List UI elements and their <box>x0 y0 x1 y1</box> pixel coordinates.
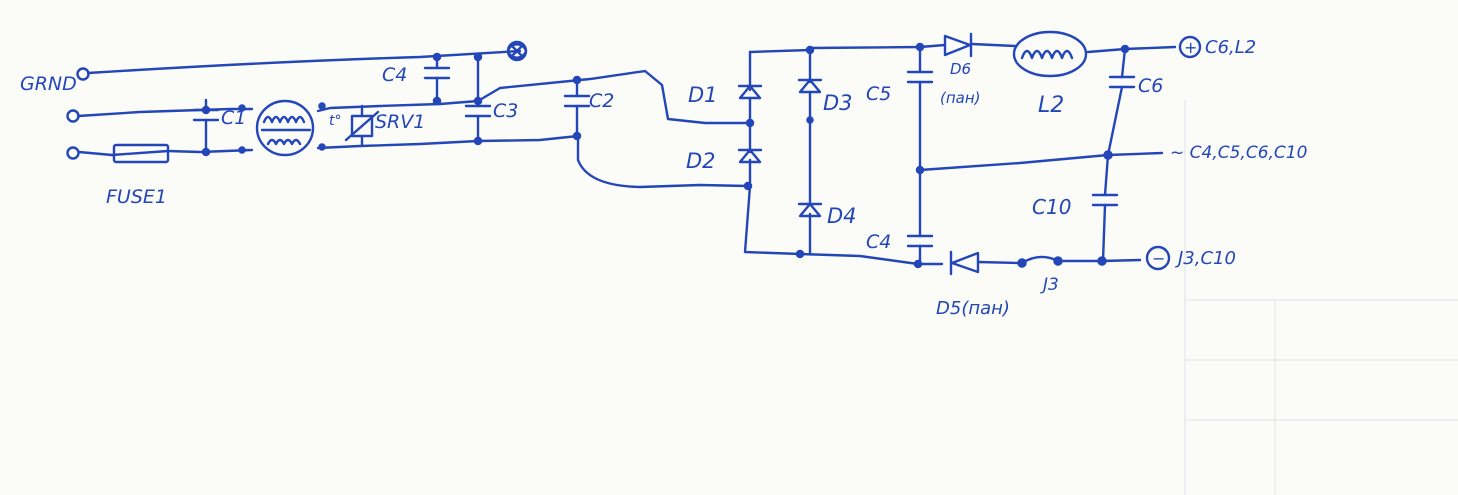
capacitor-c5 <box>906 70 934 84</box>
inductor-l2 <box>1012 30 1088 78</box>
output-negative-symbol: − <box>1152 249 1165 268</box>
c2-label: C2 <box>589 90 614 112</box>
c3-label: C3 <box>493 100 518 122</box>
c6-label: C6 <box>1138 75 1163 97</box>
c10-label: C10 <box>1032 195 1071 219</box>
output-mid-label: ~ C4,C5,C6,C10 <box>1170 143 1307 163</box>
output-positive-marker <box>1178 35 1202 59</box>
d3-label: D3 <box>823 91 853 115</box>
input-terminals <box>66 67 90 160</box>
output-positive-symbol: + <box>1184 38 1197 57</box>
fuse-label: FUSE1 <box>106 186 167 208</box>
neutral-terminal <box>66 146 80 160</box>
c1-label: C1 <box>221 107 246 129</box>
jumper-j3 <box>1017 255 1063 268</box>
d5-label: D5(пан) <box>936 298 1010 319</box>
diode-d6 <box>943 32 973 58</box>
diode-d4 <box>797 202 823 218</box>
diode-d1 <box>737 84 763 100</box>
capacitor-c6 <box>1108 75 1136 89</box>
diode-d5 <box>949 250 980 276</box>
fuse-symbol <box>112 143 170 164</box>
c5-label: C5 <box>866 83 891 105</box>
d2-label: D2 <box>686 149 716 173</box>
output-negative-marker <box>1145 245 1171 271</box>
capacitor-c10 <box>1091 193 1119 207</box>
d1-label: D1 <box>688 83 718 107</box>
capacitor-c4-top <box>423 66 451 80</box>
junction-dots <box>201 42 1130 269</box>
d6-note: (пан) <box>940 89 981 107</box>
bleed-through-form <box>1184 100 1458 495</box>
line-terminal <box>66 109 80 123</box>
diode-d3 <box>797 78 823 94</box>
d4-label: D4 <box>827 204 857 228</box>
capacitor-c2 <box>563 94 591 108</box>
capacitor-c4-bottom <box>906 234 934 248</box>
thermistor-symbol: t° <box>329 113 342 129</box>
choke-l1 <box>255 99 315 157</box>
diode-d2 <box>737 148 763 164</box>
varistor-srv1 <box>344 110 380 142</box>
output-negative-label: J3,C10 <box>1175 248 1236 269</box>
c4-top-label: C4 <box>382 64 407 86</box>
c4-bottom-label: C4 <box>866 231 891 253</box>
srv1-label: SRV1 <box>375 111 425 133</box>
j3-label: J3 <box>1040 275 1059 295</box>
ground-terminal <box>76 67 90 81</box>
fuse-element <box>110 149 170 157</box>
d6-label: D6 <box>950 60 971 78</box>
wires <box>76 42 1177 266</box>
capacitor-c3 <box>464 104 492 118</box>
ground-symbol-icon <box>506 40 528 62</box>
l2-label: L2 <box>1038 93 1064 118</box>
ground-label: GRND <box>20 73 77 95</box>
output-positive-label: C6,L2 <box>1205 37 1256 58</box>
capacitor-c1 <box>192 108 220 122</box>
